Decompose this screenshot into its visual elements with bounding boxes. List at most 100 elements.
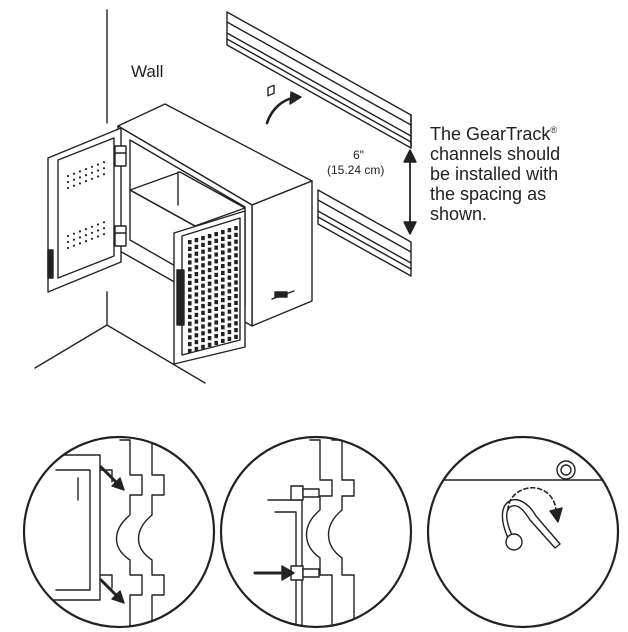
spacing-inches-label: 6" (353, 148, 364, 162)
perforation-hole (221, 304, 225, 309)
perforation-dot (66, 174, 70, 178)
perforation-hole (234, 314, 238, 319)
perforation-dot (66, 240, 70, 244)
perforation-dot (78, 182, 82, 185)
perforation-dot (102, 173, 106, 176)
perforation-hole (207, 308, 212, 313)
perforation-hole (201, 242, 205, 247)
note-line-5: shown. (430, 204, 488, 224)
perforation-hole (207, 281, 212, 286)
perforation-dot (84, 228, 88, 231)
perforation-dot (66, 186, 70, 190)
perforation-hole (194, 238, 199, 243)
perforation-hole (194, 272, 199, 277)
note-line-1-text: The GearTrack (430, 124, 551, 144)
perforation-hole (214, 313, 218, 318)
cabinet-right-door (173, 210, 246, 365)
perforation-hole (194, 306, 199, 311)
perforation-dot (90, 177, 94, 180)
perforation-hole (194, 278, 199, 283)
perforation-hole (201, 256, 205, 261)
perforation-hole (221, 338, 225, 343)
perforation-hole (188, 301, 192, 306)
perforation-hole (201, 283, 205, 288)
perforation-dot (72, 184, 76, 187)
perforation-dot (66, 246, 70, 250)
perforation-hole (194, 312, 199, 317)
perforation-hole (227, 234, 232, 239)
perforation-hole (207, 254, 212, 259)
perforation-hole (188, 287, 192, 292)
perforation-hole (214, 340, 218, 345)
perforation-dot (84, 168, 88, 171)
perforation-hole (227, 275, 232, 280)
perforation-hole (194, 299, 199, 304)
installation-note: The GearTrack® channels should be instal… (430, 124, 620, 224)
perforation-hole (234, 287, 238, 292)
perforation-hole (188, 246, 192, 251)
perforation-hole (207, 295, 212, 300)
perforation-hole (234, 334, 238, 339)
perforation-dot (78, 230, 82, 233)
perforation-hole (221, 243, 225, 248)
perforation-dot (78, 236, 82, 239)
perforation-hole (214, 327, 218, 332)
perforation-dot (102, 227, 106, 230)
perforation-dot (96, 223, 100, 226)
perforation-hole (221, 332, 225, 337)
perforation-dot (66, 234, 70, 238)
perforation-hole (221, 250, 225, 255)
perforation-hole (227, 228, 232, 233)
perforation-hole (227, 330, 232, 335)
perforation-hole (194, 333, 199, 338)
perforation-hole (214, 293, 218, 298)
perforation-hole (207, 268, 212, 273)
perforation-hole (194, 285, 199, 290)
perforation-hole (234, 328, 238, 333)
perforation-hole (221, 325, 225, 330)
perforation-hole (214, 286, 218, 291)
perforation-hole (221, 277, 225, 282)
perforation-hole (214, 272, 218, 277)
perforation-hole (188, 260, 192, 265)
perforation-hole (227, 323, 232, 328)
perforation-hole (194, 346, 199, 351)
perforation-dot (96, 175, 100, 178)
perforation-hole (227, 262, 232, 267)
perforation-hole (234, 294, 238, 299)
perforation-hole (188, 328, 192, 333)
perforation-hole (234, 273, 238, 278)
perforation-hole (194, 340, 199, 345)
perforation-hole (221, 264, 225, 269)
perforation-hole (221, 230, 225, 235)
perforation-hole (188, 348, 192, 353)
perforation-hole (234, 266, 238, 271)
perforation-hole (214, 306, 218, 311)
perforation-hole (188, 253, 192, 258)
perforation-hole (227, 241, 232, 246)
perforation-hole (207, 342, 212, 347)
perforation-hole (194, 265, 199, 270)
wall-corner (34, 9, 206, 384)
perforation-hole (188, 342, 192, 347)
right-door-perforation (188, 226, 238, 353)
perforation-dot (72, 178, 76, 181)
perforation-hole (188, 274, 192, 279)
note-line-4: the spacing as (430, 184, 547, 204)
registered-mark: ® (550, 125, 558, 135)
perforation-hole (194, 326, 199, 331)
perforation-hole (201, 338, 205, 343)
perforation-hole (207, 315, 212, 320)
perforation-dot (72, 232, 76, 235)
perforation-hole (188, 314, 192, 319)
perforation-hole (227, 316, 232, 321)
perforation-dot (102, 167, 106, 170)
perforation-hole (227, 296, 232, 301)
perforation-hole (221, 236, 225, 241)
perforation-hole (227, 289, 232, 294)
perforation-hole (234, 321, 238, 326)
perforation-dot (78, 176, 82, 179)
perforation-hole (214, 245, 218, 250)
perforation-hole (188, 335, 192, 340)
